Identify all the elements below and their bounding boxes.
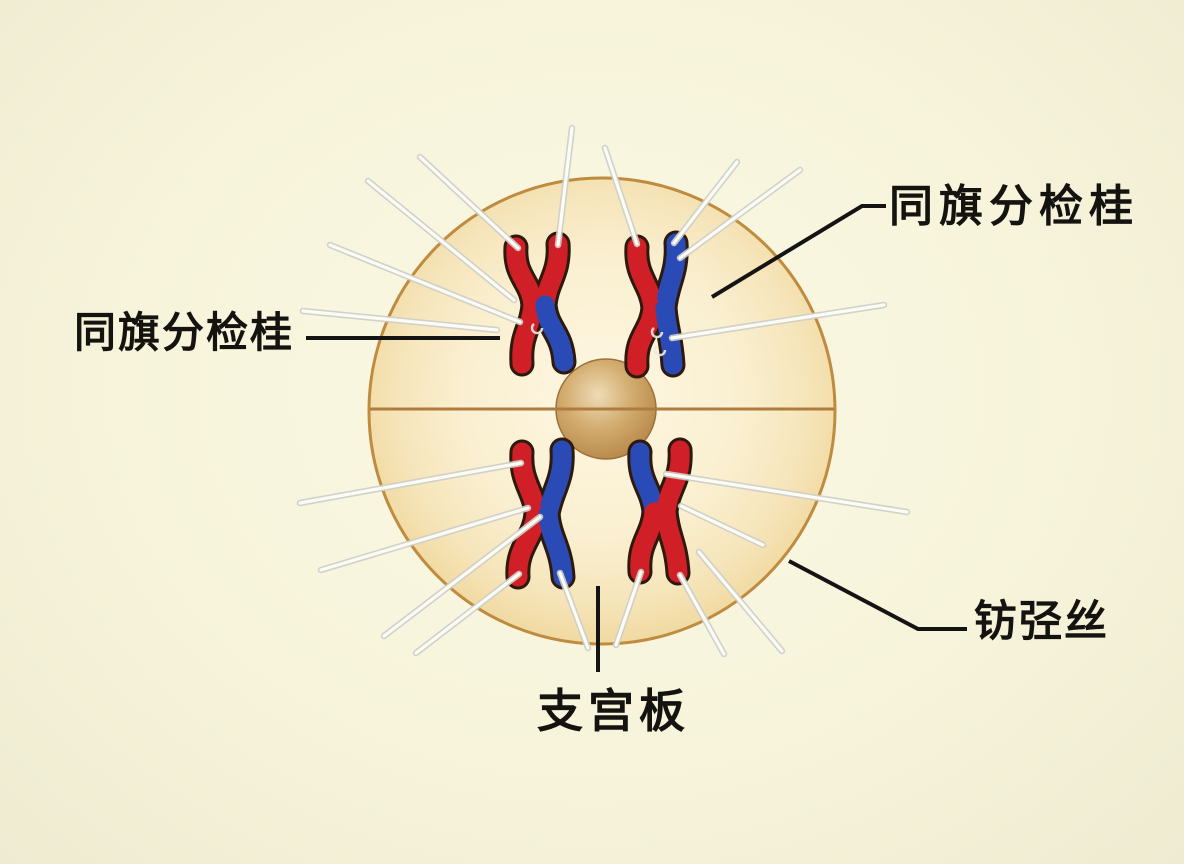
chromosome-top-left [503, 231, 577, 377]
label-top-right-chromosome: 同旗分检桂 [889, 182, 1139, 231]
chromatid-arm [630, 502, 664, 582]
label-equatorial-plate: 支宫板 [537, 685, 690, 737]
chromatid-arm [627, 298, 663, 376]
chromatid-arm [512, 295, 543, 374]
label-spindle-fiber: 钫弪丝 [974, 598, 1109, 646]
chromatid-arm [656, 502, 688, 583]
highlight-rings [530, 323, 667, 357]
leader-lines [306, 204, 967, 672]
chromatid-arm [535, 295, 574, 372]
chromatid-arm [655, 298, 683, 375]
chromatid-arm [538, 504, 573, 587]
label-left-chromosome: 同旗分检桂 [74, 309, 295, 356]
chromosome-bottom-left [505, 437, 576, 590]
chromosome-top-right [624, 230, 689, 379]
leader-line-right [788, 559, 967, 631]
chromosome-bottom-right [627, 437, 693, 586]
leader-line-top-right [710, 204, 886, 299]
